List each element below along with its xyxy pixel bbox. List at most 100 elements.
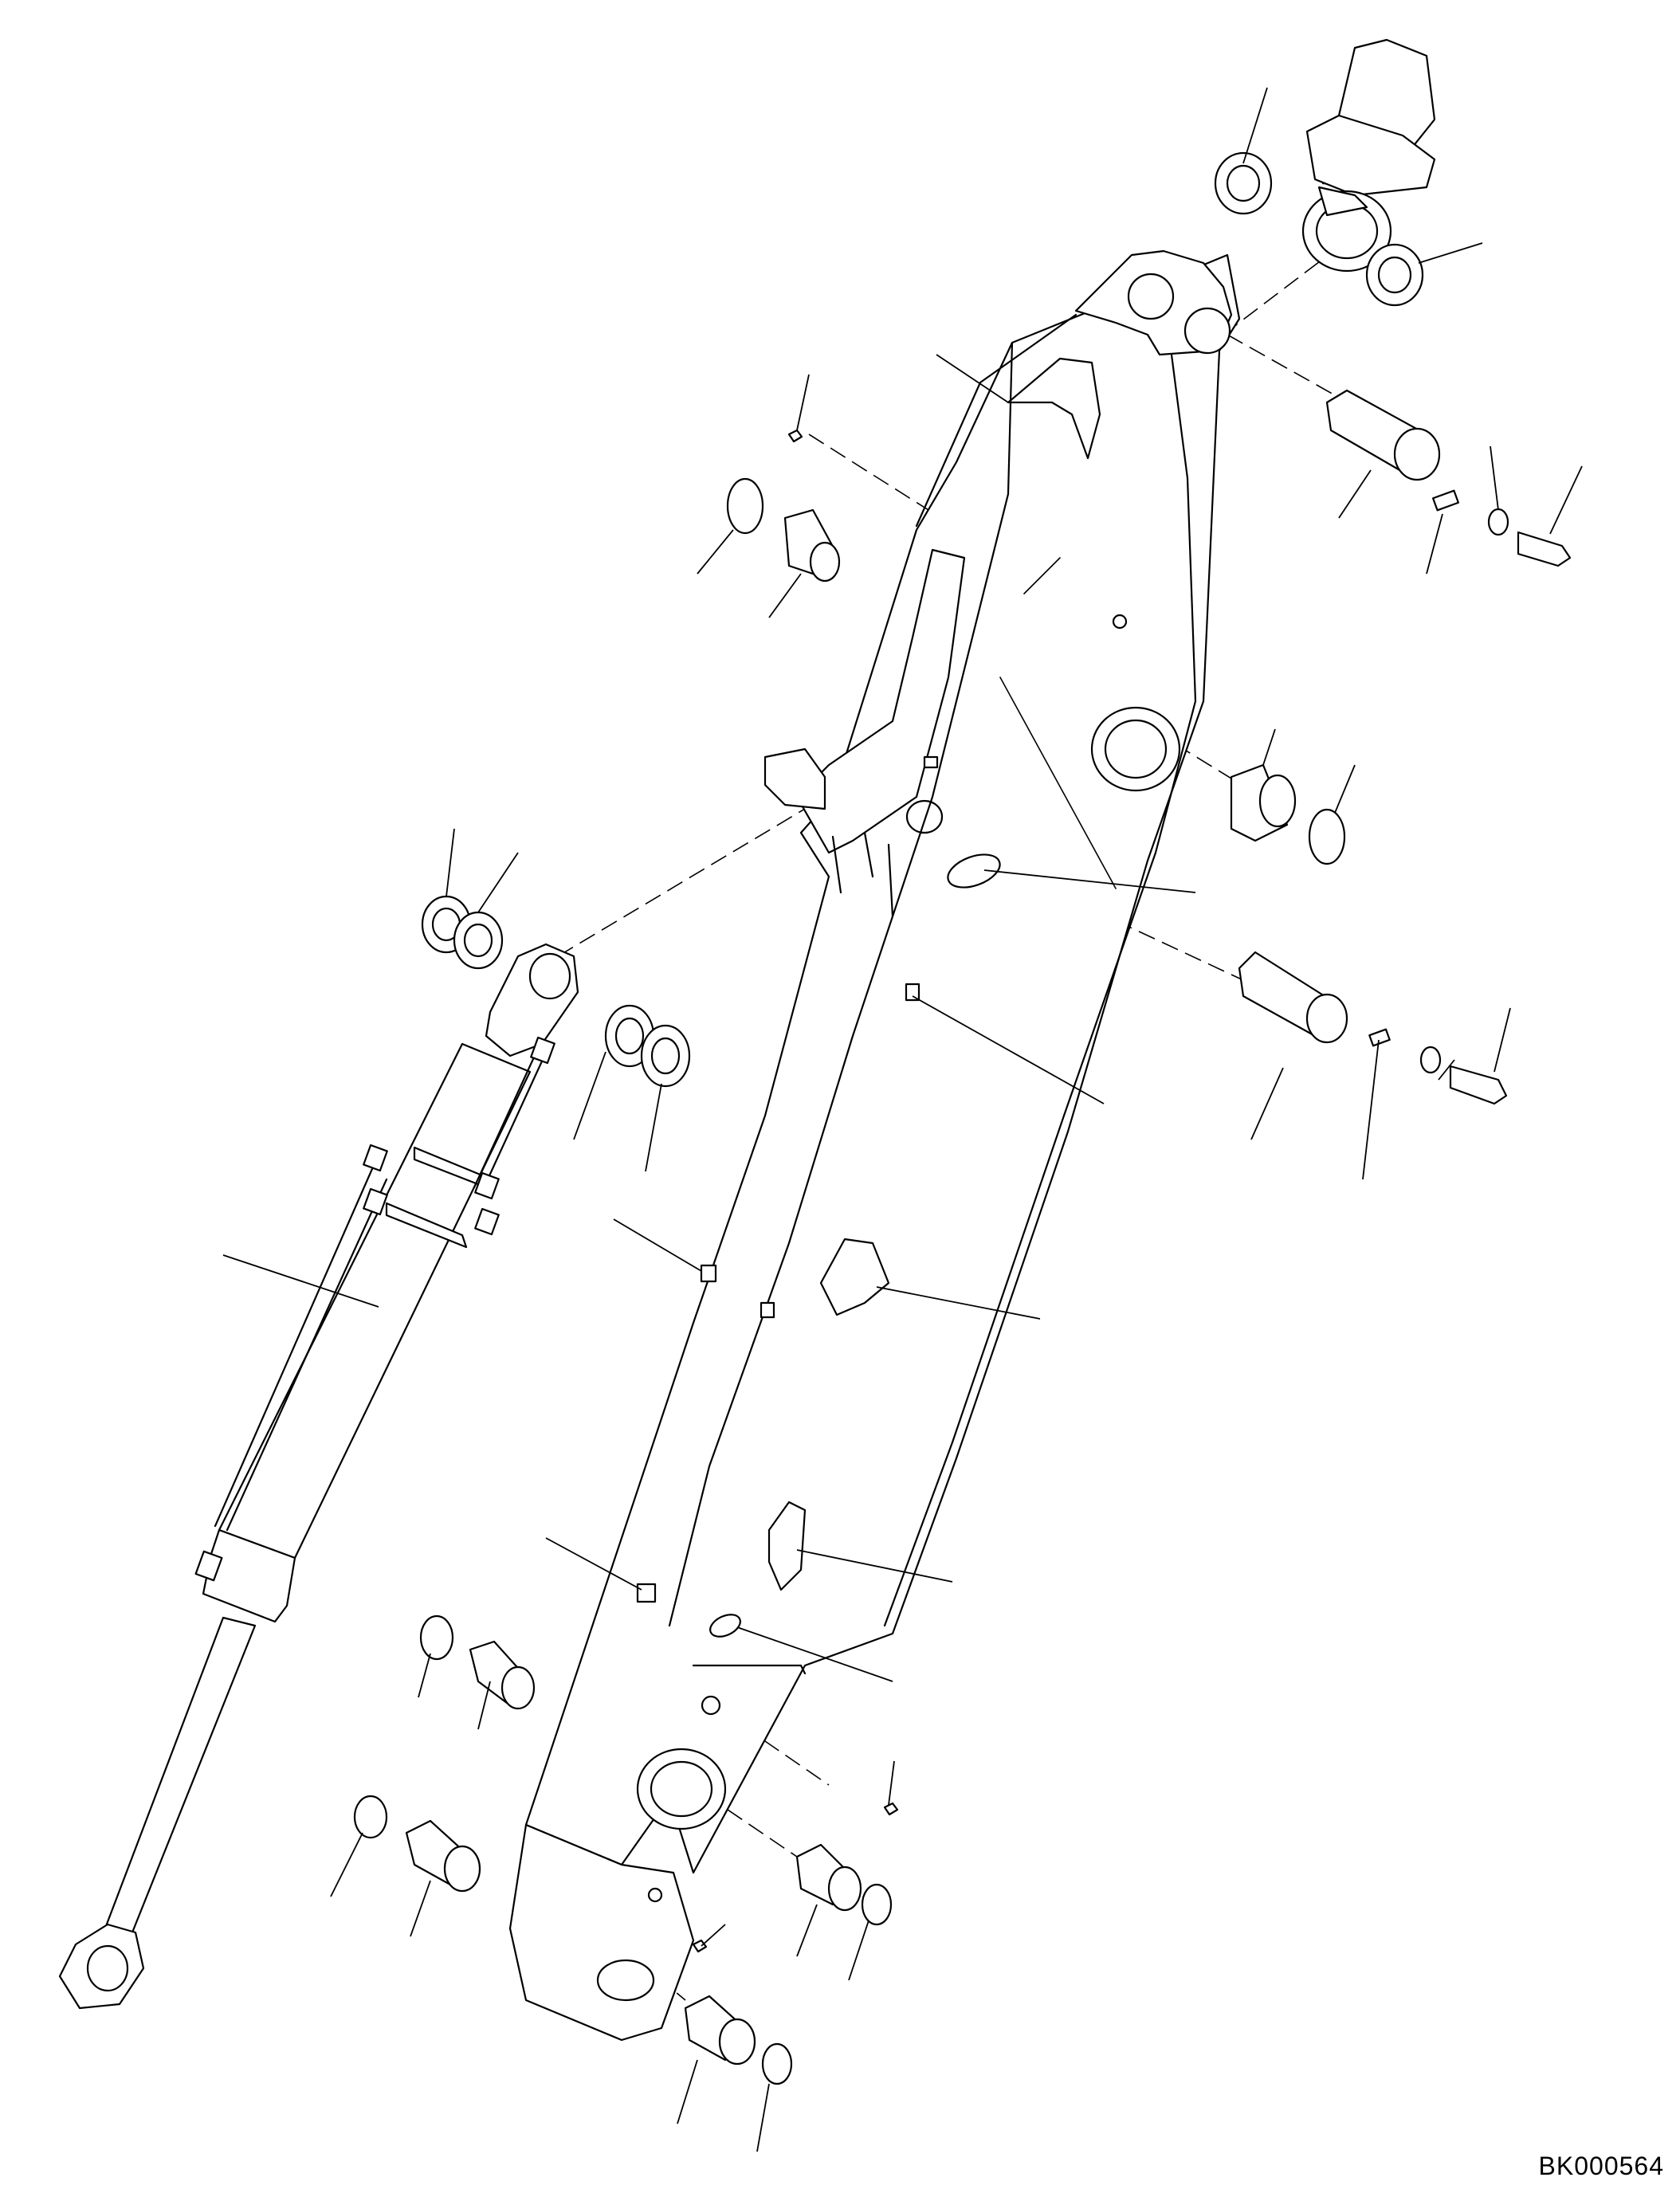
pipe-clamp-block-2 [363,1187,388,1216]
leader-12 [1334,764,1356,814]
cylinder-tube [218,1042,532,1559]
leader-16 [573,1051,606,1140]
cylinder-head-eye-hole [528,952,571,1000]
bolt-top [1517,531,1572,567]
centerline-top-joint [1223,258,1324,335]
leader-11 [1262,728,1276,766]
pipe-clamp-block-5 [474,1207,500,1236]
bushing-lower-3-end [827,1865,862,1912]
shim-cyl-3-hole [614,1017,645,1055]
top-joint-flange [1305,114,1436,197]
shim-cyl-4-hole [650,1037,681,1075]
o-ring-lower-3 [861,1883,893,1926]
leader-38 [756,2083,770,2152]
leader-33 [410,1880,431,1937]
leader-13 [983,869,1196,893]
leader-18 [912,995,1105,1104]
leader-25 [876,1286,1041,1320]
bracket-plate-lines [831,831,894,918]
boom-rib [999,557,1117,889]
boom-lower-fitting [701,1695,721,1716]
leader-36 [848,1920,869,1981]
cylinder-pipe [214,1162,388,1532]
shim-top-left [1214,151,1273,215]
leader-26 [796,1549,953,1583]
cylinder-rod-eye-hole [86,1944,129,1992]
centerline-top-pin-left [808,434,929,511]
bushing-middle-end [1258,774,1297,828]
boom-top-lug-hole-right [1183,307,1231,355]
shim-top-right [1365,243,1424,307]
leader-27 [545,1537,642,1591]
boom-lower-end [508,1823,695,2042]
hardware [353,151,1572,2085]
leader-20 [1362,1039,1380,1180]
gland-block [194,1550,223,1582]
centerline-top-pin-right [1227,334,1356,407]
grease-nipple-bottom [692,1939,708,1953]
leader-1 [1242,87,1268,164]
boom-cylinder [58,943,579,2010]
bracket-hole-outline [905,799,944,834]
leader-19 [1250,1067,1284,1140]
bushing-bottom-end [718,2018,756,2066]
o-ring-lower-2 [353,1795,388,1839]
leader-5 [697,529,734,575]
top-joint-assembly [1301,38,1436,273]
bushing-lower-2-end [443,1845,481,1893]
boom-inner-edge [883,353,1197,1627]
hole-cover [947,853,1001,889]
clip-top [923,755,939,769]
plate-cover-lower [709,1614,741,1638]
pipe-clamp-block-3 [530,1036,555,1065]
cylinder-head-eye [485,943,579,1057]
boom-lower-end-face [692,1664,807,1675]
o-ring-bottom [761,2042,793,2085]
cylinder-clamp-lower [385,1202,468,1249]
leader-6 [768,573,802,618]
leader-10 [1549,465,1583,535]
centerline-cylinder-head [557,808,806,957]
shim-cyl-2 [453,911,504,970]
boom-side-plate-edge [915,313,1077,528]
boom-v-notch [1007,357,1101,460]
grease-nipple-top [787,429,803,443]
o-ring-middle [1308,808,1346,865]
clip-mid [905,983,920,1002]
leader-31 [888,1760,895,1806]
pin-foot-head [1305,993,1348,1044]
callout-leaders [222,87,1583,2152]
shim-top-right-hole [1377,256,1412,294]
leader-2 [1418,242,1483,264]
pipe-clamp-block-1 [363,1144,388,1172]
leader-9 [1490,445,1499,511]
boom-lower-boss-inner [650,1760,713,1818]
centerline-bottom-bushing [685,1780,798,1858]
leader-37 [677,2059,698,2124]
pipe-clamp-block-4 [474,1171,500,1200]
washer-foot [1419,1046,1442,1074]
cylinder-rod-eye [58,1923,145,2010]
leader-23 [222,1254,379,1308]
bushing-upper-left-end [809,541,841,583]
washer-top [1487,508,1509,536]
clip-left [700,1264,717,1283]
cylinder-pipe-right [473,1038,551,1193]
hose-clamp-bracket-upper [819,1238,890,1316]
bolt-foot [1449,1065,1508,1105]
leader-24 [613,1218,702,1272]
leader-21 [1438,1059,1455,1081]
boom-lower-boss [636,1748,727,1830]
bushing-lower-1-end [500,1665,536,1710]
leader-29 [418,1653,431,1698]
leader-32 [330,1832,363,1897]
leader-8 [1426,513,1443,575]
boom-lower-grease-hole [647,1887,663,1903]
o-ring-lower-1 [419,1614,454,1661]
top-joint-neck [1317,186,1368,217]
shim-cyl-4 [640,1024,691,1088]
boom-arm [508,249,1241,2042]
leader-15 [477,852,519,913]
leader-17 [645,1083,662,1172]
